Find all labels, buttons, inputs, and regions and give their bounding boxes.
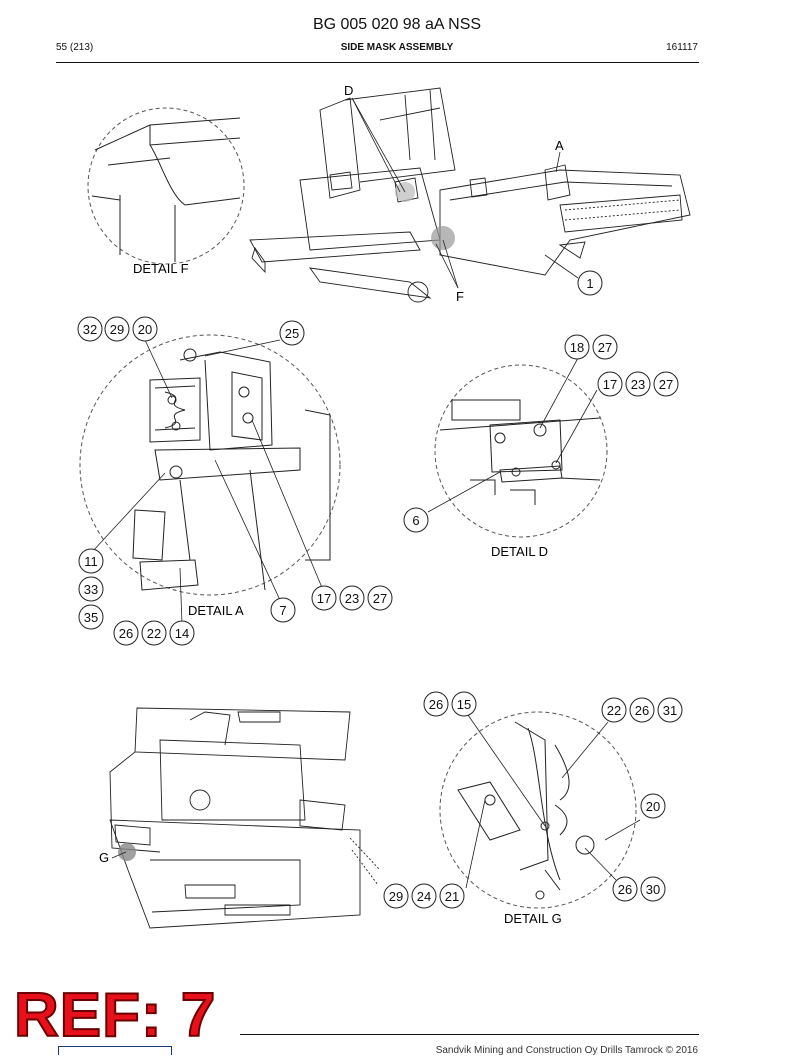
svg-text:27: 27 bbox=[598, 340, 612, 355]
callout-balloon: 30 bbox=[640, 876, 666, 902]
callout-balloon: 31 bbox=[657, 697, 683, 723]
callout-balloon: 27 bbox=[367, 585, 393, 611]
footer-rule bbox=[240, 1034, 699, 1035]
callout-balloon: 26 bbox=[612, 876, 638, 902]
callout-balloon: 17 bbox=[311, 585, 337, 611]
svg-text:33: 33 bbox=[84, 582, 98, 597]
callout-balloon: 27 bbox=[592, 334, 618, 360]
detail-d-view bbox=[434, 364, 608, 538]
svg-text:26: 26 bbox=[119, 626, 133, 641]
svg-text:31: 31 bbox=[663, 703, 677, 718]
page-title: SIDE MASK ASSEMBLY bbox=[340, 42, 454, 53]
detail-g-label: DETAIL G bbox=[504, 911, 562, 926]
rear-assembly-view bbox=[109, 707, 381, 929]
callout-balloon: 6 bbox=[403, 507, 429, 533]
callout-balloon: 15 bbox=[451, 691, 477, 717]
svg-text:27: 27 bbox=[373, 591, 387, 606]
document-code: BG 005 020 98 aA NSS bbox=[312, 16, 482, 33]
svg-text:32: 32 bbox=[83, 322, 97, 337]
detail-a-view bbox=[79, 334, 341, 596]
page-number: 55 (213) bbox=[56, 42, 94, 53]
callout-balloon: 11 bbox=[78, 548, 104, 574]
svg-text:35: 35 bbox=[84, 610, 98, 625]
main-assembly-view bbox=[249, 87, 691, 303]
svg-text:29: 29 bbox=[389, 889, 403, 904]
svg-text:24: 24 bbox=[417, 889, 431, 904]
svg-text:17: 17 bbox=[317, 591, 331, 606]
svg-text:21: 21 bbox=[445, 889, 459, 904]
svg-text:23: 23 bbox=[345, 591, 359, 606]
svg-text:15: 15 bbox=[457, 697, 471, 712]
svg-text:27: 27 bbox=[659, 377, 673, 392]
revision-date: 161117 bbox=[666, 42, 698, 53]
sandvik-logo bbox=[58, 1046, 172, 1055]
detail-f-label: DETAIL F bbox=[133, 261, 189, 276]
svg-text:20: 20 bbox=[138, 322, 152, 337]
callout-balloon: 26 bbox=[629, 697, 655, 723]
callout-balloon: 7 bbox=[270, 597, 296, 623]
svg-text:22: 22 bbox=[147, 626, 161, 641]
view-letter-d: D bbox=[344, 83, 353, 98]
svg-text:17: 17 bbox=[603, 377, 617, 392]
callout-balloon: 20 bbox=[640, 793, 666, 819]
callout-balloon: 20 bbox=[132, 316, 158, 342]
callout-balloon: 26 bbox=[423, 691, 449, 717]
svg-text:23: 23 bbox=[631, 377, 645, 392]
view-letter-g: G bbox=[99, 850, 109, 865]
svg-text:25: 25 bbox=[285, 326, 299, 341]
svg-text:22: 22 bbox=[607, 703, 621, 718]
svg-text:20: 20 bbox=[646, 799, 660, 814]
view-letter-f: F bbox=[456, 289, 464, 304]
svg-text:18: 18 bbox=[570, 340, 584, 355]
svg-text:29: 29 bbox=[110, 322, 124, 337]
svg-text:26: 26 bbox=[429, 697, 443, 712]
callout-balloon: 22 bbox=[601, 697, 627, 723]
svg-text:26: 26 bbox=[618, 882, 632, 897]
svg-text:7: 7 bbox=[279, 603, 286, 618]
svg-text:6: 6 bbox=[412, 513, 419, 528]
callout-balloon: 24 bbox=[411, 883, 437, 909]
callout-balloon: 33 bbox=[78, 576, 104, 602]
svg-text:30: 30 bbox=[646, 882, 660, 897]
footer-copyright: Sandvik Mining and Construction Oy Drill… bbox=[435, 1045, 698, 1056]
detail-g-view bbox=[439, 711, 637, 909]
svg-text:26: 26 bbox=[635, 703, 649, 718]
callout-balloon: 32 bbox=[77, 316, 103, 342]
callout-balloon: 17 bbox=[597, 371, 623, 397]
callout-balloon: 25 bbox=[279, 320, 305, 346]
svg-text:11: 11 bbox=[84, 554, 98, 569]
callout-balloon: 23 bbox=[625, 371, 651, 397]
callout-balloon: 29 bbox=[104, 316, 130, 342]
detail-f-view bbox=[87, 107, 245, 265]
callout-balloon: 14 bbox=[169, 620, 195, 646]
callout-balloon: 1 bbox=[577, 270, 603, 296]
callout-balloon: 21 bbox=[439, 883, 465, 909]
callout-balloon: 26 bbox=[113, 620, 139, 646]
callout-balloon: 29 bbox=[383, 883, 409, 909]
view-letter-a: A bbox=[555, 138, 564, 153]
callout-balloon: 23 bbox=[339, 585, 365, 611]
callout-balloon: 35 bbox=[78, 604, 104, 630]
svg-text:1: 1 bbox=[586, 276, 593, 291]
detail-a-label: DETAIL A bbox=[188, 603, 244, 618]
callout-balloon: 18 bbox=[564, 334, 590, 360]
detail-d-label: DETAIL D bbox=[491, 544, 548, 559]
callout-balloon: 22 bbox=[141, 620, 167, 646]
header-rule bbox=[56, 62, 699, 63]
svg-text:14: 14 bbox=[175, 626, 189, 641]
ref-watermark: REF: 7 bbox=[13, 980, 217, 1051]
callout-balloon: 27 bbox=[653, 371, 679, 397]
